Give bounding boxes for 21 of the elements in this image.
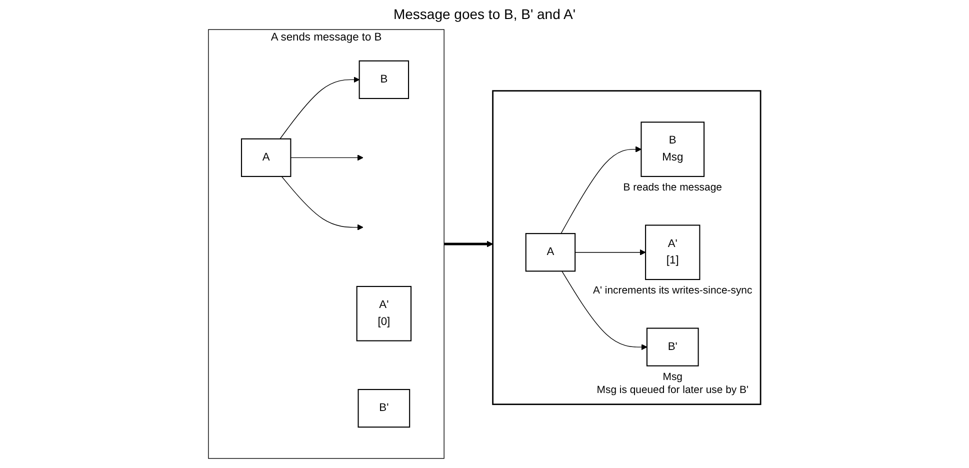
node-box: B [358, 60, 410, 100]
node-box: B' [358, 388, 410, 428]
caption-text: A' increments its writes-since-sync [593, 285, 752, 296]
arrow [562, 270, 648, 350]
node-box: A [525, 233, 576, 272]
arrow [280, 76, 360, 140]
node-box: A' [0] [356, 286, 412, 342]
arrow [574, 249, 646, 256]
cluster [492, 90, 762, 406]
node-box: A [240, 138, 292, 177]
node-box: B' [646, 328, 699, 366]
arrow [290, 154, 364, 161]
arrow [444, 240, 494, 248]
node-box: B Msg [640, 122, 705, 177]
note-text: Message goes to B, B' and A' [393, 6, 576, 22]
caption-text: Msg [662, 372, 682, 383]
caption-text: Msg is queued for later use by B' [596, 384, 748, 396]
node-box: A' [1] [645, 224, 700, 280]
caption-text: B reads the message [623, 182, 722, 194]
arrow [281, 176, 364, 230]
arrow [560, 146, 642, 234]
